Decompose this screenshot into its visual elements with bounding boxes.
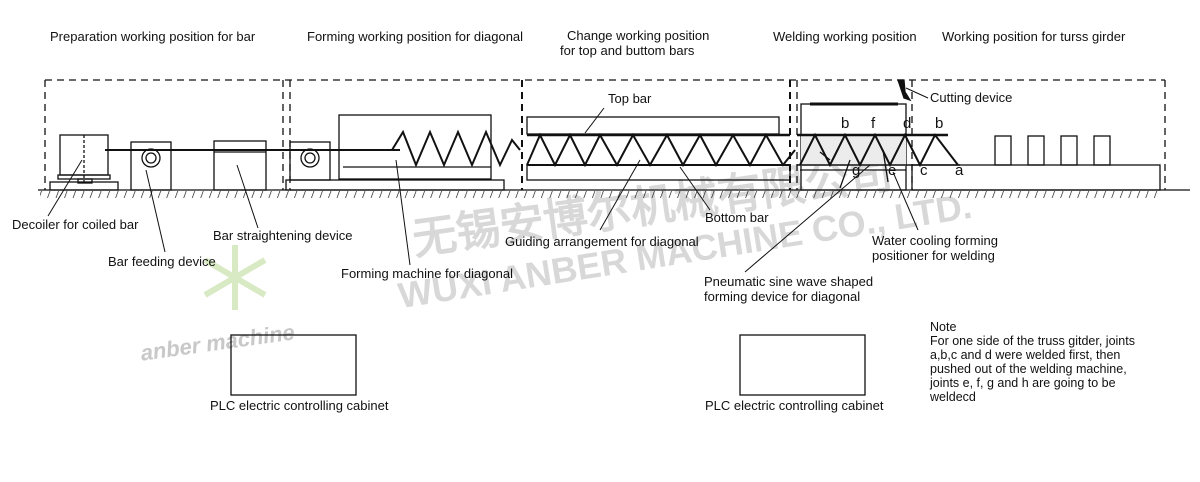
joint-g: g bbox=[852, 162, 861, 179]
section-forming: Forming working position for diagonal bbox=[307, 29, 524, 44]
leader-lines bbox=[47, 87, 929, 273]
joint-e: e bbox=[888, 162, 897, 179]
label-pneumatic-line2: forming device for diagonal bbox=[704, 289, 861, 304]
forming-machine bbox=[338, 114, 521, 180]
decoiler bbox=[49, 134, 119, 191]
joint-a: a bbox=[955, 162, 964, 179]
label-cutting: Cutting device bbox=[930, 90, 1013, 105]
label-top-bar: Top bar bbox=[608, 91, 652, 106]
truss-change-section bbox=[526, 116, 796, 181]
label-plc-left: PLC electric controlling cabinet bbox=[210, 398, 389, 413]
label-bottom-bar: Bottom bar bbox=[705, 210, 769, 225]
plc-cabinet-left bbox=[230, 334, 357, 396]
girder-platform bbox=[911, 135, 1161, 191]
joint-c: c bbox=[920, 162, 928, 179]
label-plc-right: PLC electric controlling cabinet bbox=[705, 398, 884, 413]
section-preparation: Preparation working position for bar bbox=[50, 29, 256, 44]
label-guiding: Guiding arrangement for diagonal bbox=[505, 234, 699, 249]
section-change-line2: for top and buttom bars bbox=[560, 43, 695, 58]
welding-machine bbox=[797, 102, 960, 191]
joint-b-right: b bbox=[935, 115, 944, 132]
label-bar-feeding: Bar feeding device bbox=[108, 254, 216, 269]
label-water-line1: Water cooling forming bbox=[872, 233, 998, 248]
label-straightening: Bar straightening device bbox=[213, 228, 353, 243]
plc-cabinet-right bbox=[739, 334, 866, 396]
forming-feeding-device bbox=[289, 141, 331, 181]
section-change-line1: Change working position bbox=[567, 28, 710, 43]
cutting-device bbox=[897, 79, 912, 102]
label-water-line2: positioner for welding bbox=[872, 248, 995, 263]
label-forming-machine: Forming machine for diagonal bbox=[341, 266, 513, 281]
note-title: Note bbox=[930, 320, 957, 334]
joint-b: b bbox=[841, 115, 850, 132]
section-welding: Welding working position bbox=[773, 29, 917, 44]
bar-straightening-device bbox=[213, 140, 267, 191]
note-block: Note For one side of the truss gitder, j… bbox=[930, 320, 1140, 404]
label-decoiler: Decoiler for coiled bar bbox=[12, 217, 139, 232]
section-girder: Working position for turss girder bbox=[942, 29, 1126, 44]
joint-f: f bbox=[871, 115, 876, 132]
ground-hatch bbox=[40, 191, 1160, 198]
label-pneumatic-line1: Pneumatic sine wave shaped bbox=[704, 274, 874, 289]
note-body: For one side of the truss gitder, joints… bbox=[930, 334, 1135, 404]
joint-d: d bbox=[903, 115, 912, 132]
